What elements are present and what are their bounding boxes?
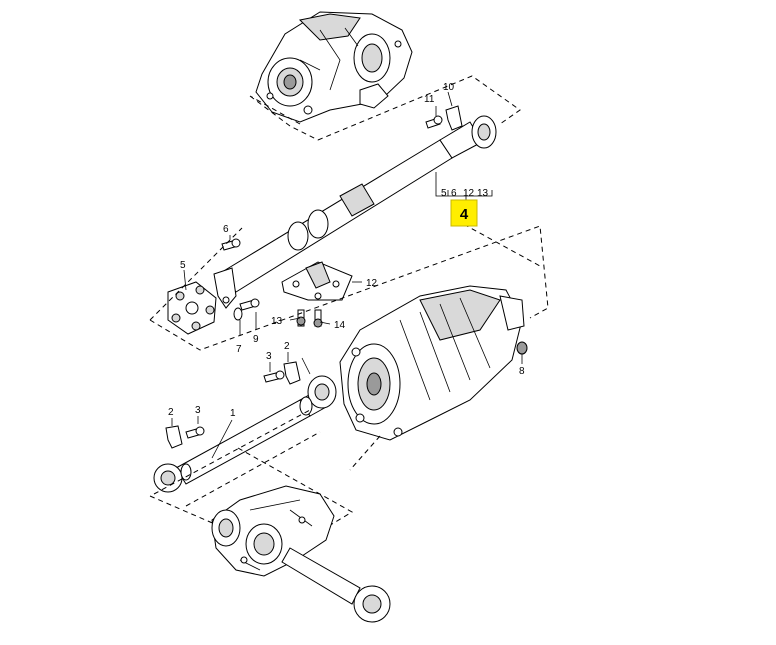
- group-label-12: 12: [463, 188, 475, 199]
- part-label-12: 12: [366, 278, 378, 289]
- part-label-14: 14: [334, 320, 346, 331]
- rear-propshaft-drawing: [213, 115, 497, 309]
- part-label-2-lower: 2: [168, 407, 174, 418]
- rear-diff-dashed-outline: [249, 75, 521, 141]
- callout-box: [450, 199, 478, 227]
- centre-bearing-bracket-drawing: [281, 261, 353, 301]
- part-label-1: 1: [230, 408, 236, 419]
- part-label-2-upper: 2: [284, 341, 290, 352]
- part-label-6: 6: [223, 224, 229, 235]
- highlighted-callout[interactable]: 4: [450, 199, 478, 227]
- gearbox-drawing: [339, 285, 525, 441]
- group-label-6: 6: [451, 188, 457, 199]
- part-label-9: 9: [253, 334, 259, 345]
- callout-number: 4: [460, 206, 469, 223]
- flex-disc-drawing: [167, 281, 217, 335]
- part-label-3-upper: 3: [266, 351, 272, 362]
- part-label-7: 7: [236, 344, 242, 355]
- part-label-13: 13: [271, 316, 283, 327]
- lower-group-dashed-frame: [149, 409, 381, 531]
- group-label-5: 5: [441, 188, 447, 199]
- leader-lines: [171, 91, 493, 459]
- part-number-labels: 11 10 5 6 12 13 6 5 12 13 14 9 7 8 3 2 1…: [168, 82, 525, 419]
- part-label-8: 8: [519, 366, 525, 377]
- group-label-13: 13: [477, 188, 489, 199]
- upper-group-dashed-frame: [149, 219, 549, 351]
- front-differential-drawing: [211, 485, 391, 623]
- small-fasteners-drawing: [221, 105, 463, 321]
- front-fasteners-drawing: [165, 361, 301, 449]
- part-label-11: 11: [424, 94, 435, 105]
- part-label-3-lower: 3: [195, 405, 201, 416]
- rear-differential-drawing: [255, 11, 413, 123]
- part-label-10: 10: [443, 82, 455, 93]
- nut-drawing: [516, 341, 528, 355]
- part-label-5: 5: [180, 260, 186, 271]
- bracket-bolts-drawing: [296, 309, 323, 328]
- front-propshaft-drawing: [153, 375, 337, 493]
